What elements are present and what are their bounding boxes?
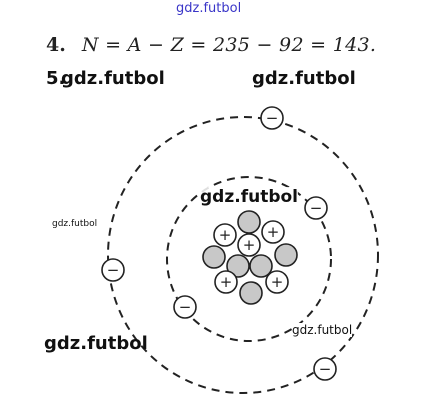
problem-5-number: 5. bbox=[46, 68, 66, 89]
neutron bbox=[239, 281, 263, 305]
neutron bbox=[249, 254, 273, 278]
outer-orbit bbox=[107, 116, 379, 394]
electron-sign: − bbox=[310, 199, 323, 217]
inner-orbit bbox=[166, 176, 332, 342]
proton: + bbox=[237, 233, 261, 257]
watermark-center: gdz.futbol bbox=[200, 187, 298, 207]
watermark-small-right: gdz.futbol bbox=[292, 323, 353, 337]
watermark-after-5: gdz.futbol bbox=[61, 68, 165, 89]
proton: + bbox=[213, 223, 237, 247]
proton-sign: + bbox=[219, 226, 232, 244]
problem-4-equation: N = A − Z = 235 − 92 = 143. bbox=[81, 34, 377, 56]
electron-sign: − bbox=[266, 109, 279, 127]
proton: + bbox=[261, 220, 285, 244]
watermark-right: gdz.futbol bbox=[252, 68, 356, 89]
proton-sign: + bbox=[267, 223, 280, 241]
proton: + bbox=[265, 270, 289, 294]
proton-sign: + bbox=[271, 273, 284, 291]
neutron bbox=[202, 245, 226, 269]
problem-4-line: 4. N = A − Z = 235 − 92 = 143. bbox=[46, 34, 376, 56]
neutron bbox=[237, 210, 261, 234]
watermark-top: gdz.futbol bbox=[176, 1, 242, 16]
proton-sign: + bbox=[243, 236, 256, 254]
electron-sign: − bbox=[179, 298, 192, 316]
electron: − bbox=[173, 295, 197, 319]
electron-sign: − bbox=[107, 261, 120, 279]
watermark-bottom: gdz.futbol bbox=[44, 333, 148, 354]
neutron bbox=[274, 243, 298, 267]
watermark-small-left: gdz.futbol bbox=[52, 219, 98, 229]
electron: − bbox=[260, 106, 284, 130]
electron: − bbox=[304, 196, 328, 220]
proton: + bbox=[214, 270, 238, 294]
electron: − bbox=[101, 258, 125, 282]
electron-sign: − bbox=[319, 360, 332, 378]
problem-4-number: 4. bbox=[46, 34, 66, 56]
nucleus: + + + + + bbox=[202, 210, 298, 305]
electrons: − − − − − bbox=[101, 106, 337, 381]
proton-sign: + bbox=[220, 273, 233, 291]
electron: − bbox=[313, 357, 337, 381]
neutron bbox=[226, 254, 250, 278]
